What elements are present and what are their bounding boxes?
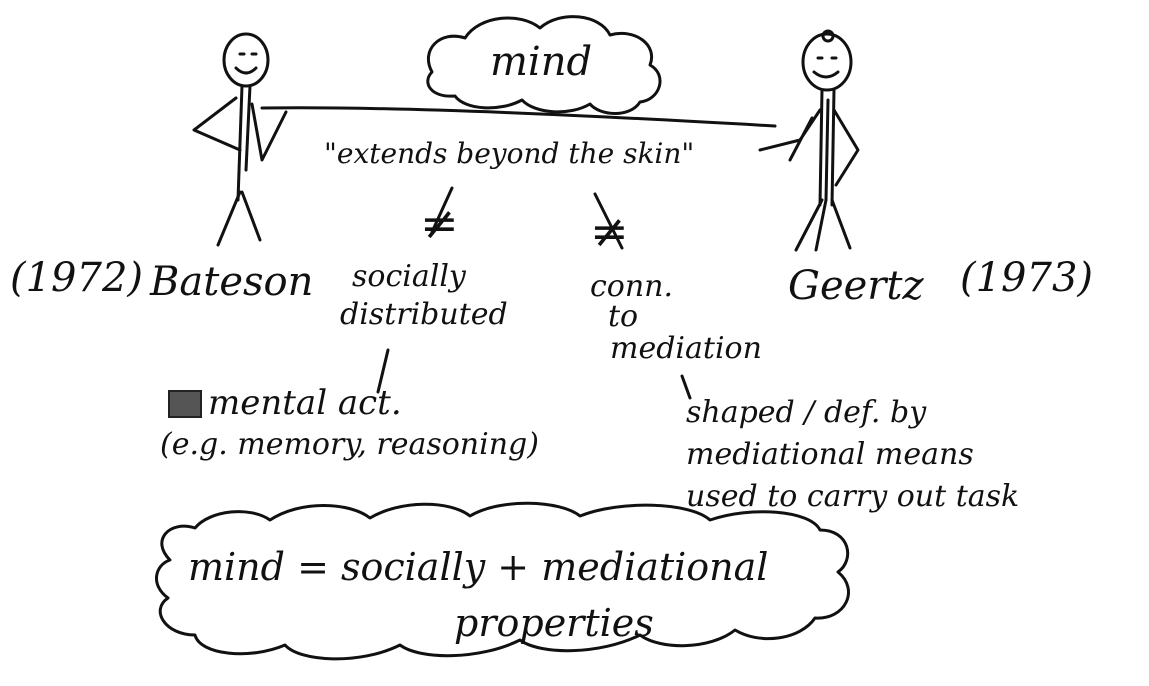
connecting-bar [260,106,777,128]
left-year: (1972) [10,255,144,301]
right-year: (1973) [960,255,1094,301]
geertz-figure [758,29,860,252]
mental-act-line2: (e.g. memory, reasoning) [160,427,539,462]
branch-left-line2: distributed [340,297,508,332]
mental-act-line1: mental act. [208,383,402,423]
top-cloud [426,15,662,115]
cloud-bottom-line1: mind = socially + mediational [188,545,769,589]
shaped-line1: shaped / def. by [686,395,927,430]
cloud-top-text: mind [490,39,593,85]
branch-left-line1: socially [352,259,466,294]
tick-shaped [680,374,692,400]
cloud-bottom-line2: properties [454,601,654,645]
bar-text: "extends beyond the skin" [324,137,695,170]
left-name: Bateson [150,259,314,305]
bottom-cloud [155,501,850,661]
branch-right-line3: mediation [610,331,762,366]
tick-mental [376,348,390,394]
bateson-figure [192,32,288,247]
branch-right-line2: to [608,299,639,334]
shaped-line2: mediational means [686,437,974,472]
right-name: Geertz [788,263,924,309]
neq-left: ≠ [420,196,459,250]
branch-line-right [593,192,624,250]
neq-right: ≠ [590,204,629,258]
branch-line-left [430,186,454,234]
filled-square-marker [168,390,202,418]
shaped-line3: used to carry out task [686,479,1020,514]
branch-right-line1: conn. [590,269,674,304]
